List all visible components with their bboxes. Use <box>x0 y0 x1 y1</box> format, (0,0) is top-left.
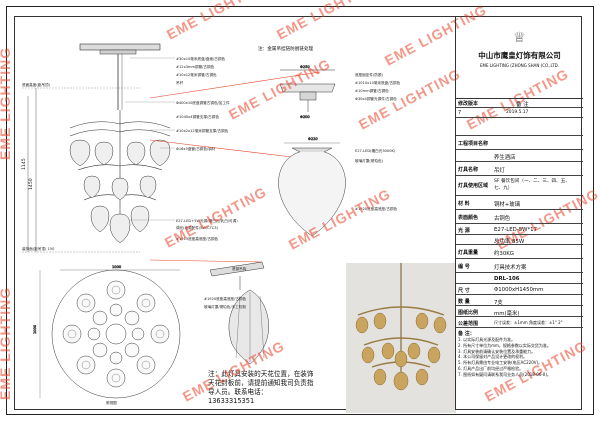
svg-text:#12x3mm铜管/古铜色: #12x3mm铜管/古铜色 <box>176 64 215 69</box>
company-header: ♕ 中山市鹰皇灯饰有限公司 EME LIGHTING (ZHONG SHAN )… <box>456 16 583 99</box>
svg-text:Φ400x10底盘铜管古铜色/加工件: Φ400x10底盘铜管古铜色/加工件 <box>176 100 230 105</box>
svg-text:Φ220: Φ220 <box>308 137 318 141</box>
detail-label-glass: 玻璃灯罩/琥珀色/手工吹制 <box>204 304 246 309</box>
company-name-en: EME LIGHTING (ZHONG SHAN )CO.,LTD. <box>479 63 559 68</box>
revision-header-row: 修改版本 备 注 <box>456 98 583 108</box>
svg-text:1000: 1000 <box>112 265 122 269</box>
field-model: DRL-106 <box>456 273 583 284</box>
svg-text:#30x10毫米底盘/盘面/古铜色: #30x10毫米底盘/盘面/古铜色 <box>176 56 225 61</box>
svg-text:调光(电源配件/5W/CTC3): 调光(电源配件/5W/CTC3) <box>176 225 219 230</box>
field-size: 尺 寸 Φ1000xH1450mm <box>456 284 583 295</box>
field-material: 材 料 铜材+玻璃 <box>456 196 583 210</box>
ceiling-bar <box>99 49 137 55</box>
notes-block: 备 注： 1. 以实际灯具光源及配件为准。 2. 所有尺寸单位为mm，规格参数以… <box>458 331 551 377</box>
svg-text:E27-LED+5W光源(暖白光/乳白/可调): E27-LED+5W光源(暖白光/乳白/可调) <box>176 218 238 223</box>
drawing-frame <box>14 16 582 410</box>
svg-text:底座固定件(防脱): 底座固定件(防脱) <box>355 72 384 77</box>
field-project-value: 养生酒店 <box>456 150 583 162</box>
svg-text:玻璃灯罩(琥珀色): 玻璃灯罩(琥珀色) <box>355 158 384 163</box>
field-power: 总功率:85W <box>456 235 583 245</box>
ceiling-label-2: 装饰面(距吊顶) 150 <box>22 246 55 251</box>
top-view: 1000 1000 <box>33 265 181 399</box>
svg-text:E27-LED(暖白光3000K): E27-LED(暖白光3000K) <box>355 148 396 153</box>
svg-text:EME LIGHTING: EME LIGHTING <box>0 287 13 400</box>
svg-text:13633315351: 13633315351 <box>208 397 254 405</box>
field-code: 编 号 灯具技术方案 <box>456 259 583 273</box>
field-color: 表面颜色 古铜色 <box>456 210 583 224</box>
field-scale: 图纸比例 mm(毫米) <box>456 306 583 317</box>
callouts-left: #30x10毫米底盘/盘面/古铜色 #12x3mm铜管/古铜色 #10x12毫米… <box>176 56 238 241</box>
field-project: 工程项目名称 <box>456 136 583 150</box>
svg-text:#10x12毫米铜管/古铜色: #10x12毫米铜管/古铜色 <box>176 72 217 77</box>
top-view-label: 俯视图 <box>106 400 117 405</box>
svg-text:#1920底座高底座/古铜色: #1920底座高底座/古铜色 <box>355 206 398 211</box>
detail-label-base: #1920底座高底座/古铜色 <box>204 296 247 301</box>
revision-row: 7 2019.5.17 <box>456 108 583 118</box>
canopy-detail: Φ250 Φ200 <box>279 65 336 119</box>
svg-text:#10x2x12毫米铜管支撑/古铜色: #10x2x12毫米铜管支撑/古铜色 <box>176 128 229 133</box>
svg-text:Φ250: Φ250 <box>300 65 310 69</box>
red-leaders <box>149 71 321 263</box>
svg-text:#1915底座高底座/古铜色: #1915底座高底座/古铜色 <box>176 236 219 241</box>
installation-note: 注：此灯具安装的天花位置，在装饰 天花封板前，请提前通知我司负责指 导人员。联系… <box>208 369 314 405</box>
drawing-sheet-border <box>6 6 594 415</box>
detail-label-hook: 底部吊钩 <box>232 266 247 271</box>
svg-text:Φ200: Φ200 <box>300 115 310 119</box>
top-note: 注：金属吊挂链防脱链处理 <box>258 45 314 52</box>
shade-hang-detail <box>209 261 269 365</box>
svg-text:#1010x10毫米底盘/古铜色: #1010x10毫米底盘/古铜色 <box>355 80 401 85</box>
svg-text:吊杆: 吊杆 <box>176 80 184 85</box>
crown-logo-icon: ♕ <box>513 30 526 46</box>
ceiling-plate <box>79 43 161 51</box>
svg-text:EME LIGHTING: EME LIGHTING <box>0 47 13 160</box>
svg-text:EME LIGHTING: EME LIGHTING <box>274 0 381 43</box>
svg-text:Φ30x4铜管光源件/古铜色: Φ30x4铜管光源件/古铜色 <box>355 96 397 101</box>
product-photo <box>346 263 456 413</box>
field-tolerance: 公差范围 尺寸误差：±1mm 角度误差：±1° 2° <box>456 317 583 328</box>
field-weight: 灯具重量 约30KG <box>456 245 583 259</box>
field-lamp-name: 灯具名称 吊灯 <box>456 162 583 176</box>
ceiling-label: 底面高度(距吊顶) <box>22 82 51 87</box>
field-light-source: 光 源 E27-LED-5W*17 <box>456 224 583 235</box>
svg-text:EME LIGHTING: EME LIGHTING <box>164 0 271 43</box>
dimension-sub: 1145 <box>21 158 27 170</box>
svg-text:天花封板前，请提前通知我司负责指: 天花封板前，请提前通知我司负责指 <box>208 378 314 387</box>
callouts-right: 底座固定件(防脱) #1010x10毫米底盘/古铜色 #10mm铜管/古铜色 Φ… <box>355 72 401 211</box>
svg-text:Φ16x3盘管/古铜色/铜材: Φ16x3盘管/古铜色/铜材 <box>176 146 216 151</box>
svg-text:#10mm铜管/古铜色: #10mm铜管/古铜色 <box>355 88 389 93</box>
company-name-cn: 中山市鹰皇灯饰有限公司 <box>478 51 561 60</box>
field-area: 灯具使用区域 SF 餐饮包间（一、二、三、四、五、七、九） <box>456 176 583 196</box>
field-quantity: 数 量 7支 <box>456 295 583 306</box>
dimension-total: 1450 <box>28 178 34 190</box>
title-block: ♕ 中山市鹰皇灯饰有限公司 EME LIGHTING (ZHONG SHAN )… <box>455 16 583 410</box>
svg-text:#1040x4铜管支撑/古铜色: #1040x4铜管支撑/古铜色 <box>176 114 219 119</box>
shade-detail: Φ220 <box>278 137 346 237</box>
glass-shades <box>69 139 171 244</box>
svg-text:1000: 1000 <box>33 324 37 334</box>
spacer-row <box>456 118 583 136</box>
svg-text:导人员。联系电话：: 导人员。联系电话： <box>208 387 267 396</box>
svg-text:注：此灯具安装的天花位置，在装饰: 注：此灯具安装的天花位置，在装饰 <box>208 369 314 378</box>
